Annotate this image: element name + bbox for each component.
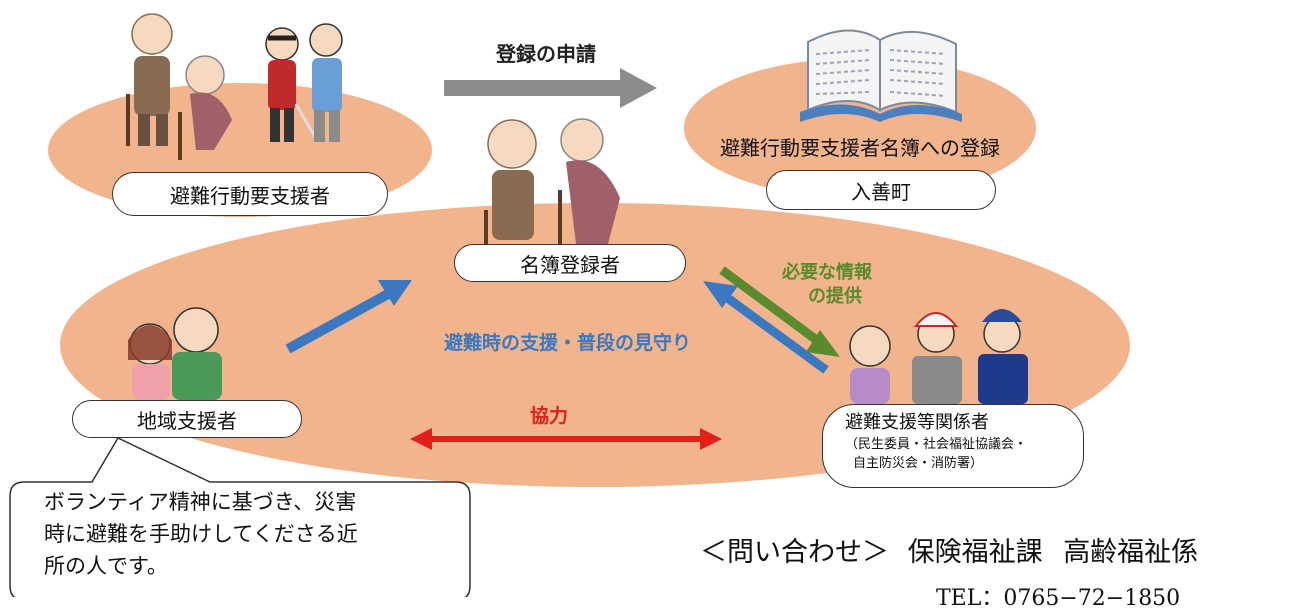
- contact-tel: TEL：0765−72−1850: [936, 586, 1181, 611]
- registrant-illustration: [484, 118, 620, 246]
- callout-line-2: 時に避難を手助けしてくださる近: [44, 522, 358, 546]
- community-supporter-label: 地域支援者: [137, 408, 237, 433]
- support-arrow-left: [285, 280, 412, 354]
- needs-support-pill: 避難行動要支援者: [112, 172, 388, 216]
- registrant-pill: 名簿登録者: [454, 244, 686, 282]
- callout-bubble: [9, 437, 471, 597]
- support-and-watch-label: 避難時の支援・普段の見守り: [444, 332, 692, 354]
- provision-label: の提供: [808, 286, 862, 307]
- contact-heading: ＜問い合わせ＞: [700, 537, 889, 568]
- registry-label: 避難行動要支援者名簿への登録: [720, 136, 1000, 160]
- necessary-info-label: 必要な情報: [782, 262, 872, 283]
- town-label: 入善町: [851, 179, 911, 204]
- stakeholders-title: 避難支援等関係者: [845, 412, 989, 433]
- cooperation-arrow: [410, 428, 722, 450]
- town-pill: 入善町: [766, 170, 996, 210]
- contact-department: 保険福祉課: [907, 537, 1043, 568]
- callout-text: ボランティア精神に基づき、災害 時に避難を手助けしてくださる近 所の人です。: [44, 486, 358, 582]
- registration-arrow: [444, 68, 657, 108]
- visually-impaired-illustration: [265, 23, 343, 143]
- cooperation-label: 協力: [530, 405, 569, 427]
- elderly-people-illustration: [126, 13, 232, 160]
- stakeholders-box: 避難支援等関係者 （民生委員・社会福祉協議会・ 自主防災会・消防署）: [822, 404, 1084, 488]
- support-arrow-right: [703, 281, 829, 374]
- contact-section: 高齢福祉係: [1063, 537, 1199, 568]
- stakeholders-line2: 自主防災会・消防署）: [853, 456, 984, 471]
- needs-support-label: 避難行動要支援者: [170, 183, 330, 208]
- stakeholders-illustration: [849, 309, 1028, 404]
- callout-line-3: 所の人です。: [44, 554, 168, 578]
- callout-line-1: ボランティア精神に基づき、災害: [44, 490, 357, 514]
- info-arrow: [719, 266, 840, 357]
- stakeholders-line1: （民生委員・社会福祉協議会・: [845, 437, 1028, 452]
- community-supporter-illustration: [128, 307, 222, 400]
- registrant-label: 名簿登録者: [520, 252, 620, 277]
- contact-line: ＜問い合わせ＞ 保険福祉課 高齢福祉係: [700, 530, 1198, 569]
- book-icon: [800, 29, 962, 122]
- registration-request-label: 登録の申請: [496, 42, 596, 66]
- community-supporter-pill: 地域支援者: [72, 400, 302, 438]
